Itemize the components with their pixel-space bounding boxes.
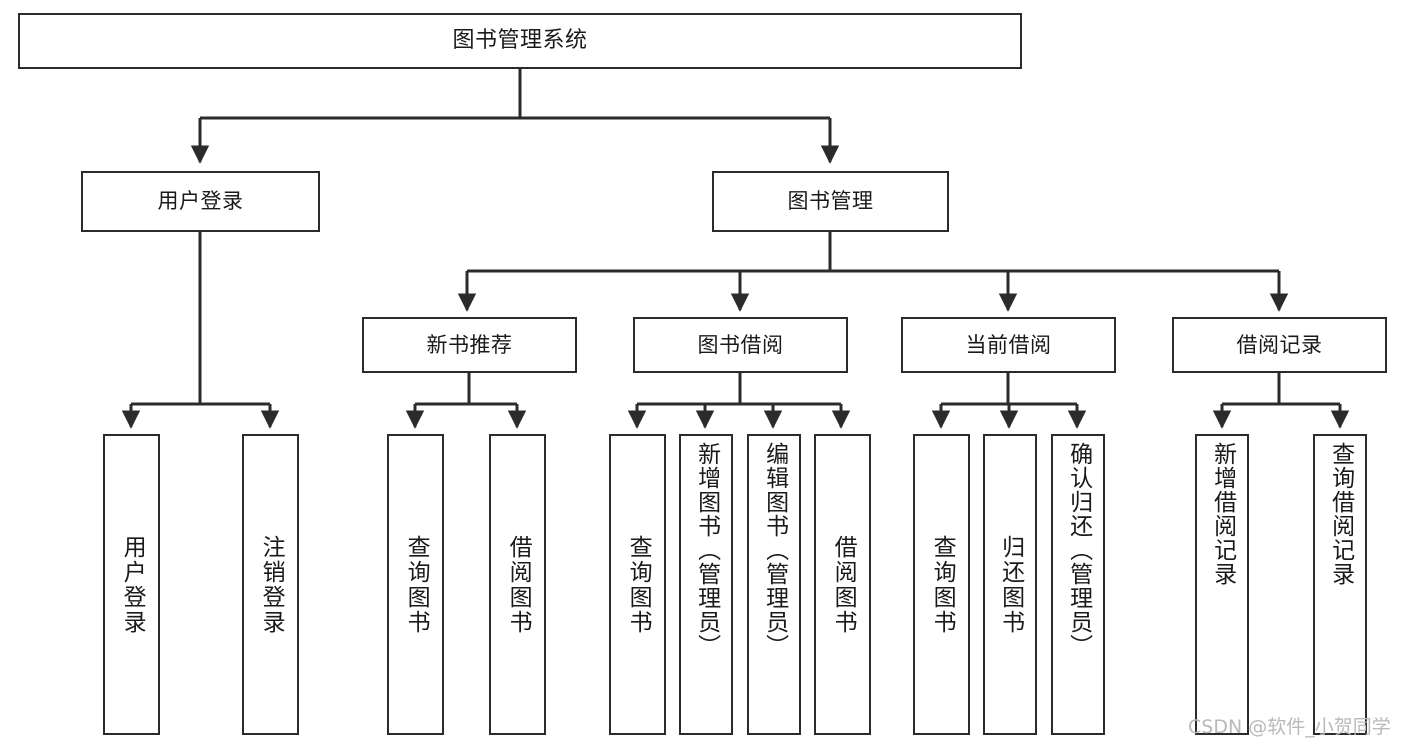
leaf-borrow-book-1[interactable]: 借阅图书 (489, 434, 546, 735)
leaf-query-book-3[interactable]: 查询图书 (913, 434, 970, 735)
leaf-add-book[interactable]: 新增图书（管理员） (679, 434, 733, 735)
leaf-confirm-return[interactable]: 确认归还（管理员） (1051, 434, 1105, 735)
leaf-add-book-label: 新增图书（管理员） (693, 442, 720, 658)
leaf-query-book-1[interactable]: 查询图书 (387, 434, 444, 735)
node-new-book-recommend[interactable]: 新书推荐 (362, 317, 577, 373)
leaf-edit-book-label: 编辑图书（管理员） (761, 442, 788, 658)
leaf-add-record[interactable]: 新增借阅记录 (1195, 434, 1249, 735)
node-current-borrow[interactable]: 当前借阅 (901, 317, 1116, 373)
leaf-add-record-label: 新增借阅记录 (1209, 442, 1236, 586)
node-borrow-record[interactable]: 借阅记录 (1172, 317, 1387, 373)
leaf-confirm-return-label: 确认归还（管理员） (1065, 442, 1092, 658)
leaf-user-logout[interactable]: 注销登录 (242, 434, 299, 735)
leaf-borrow-book-2[interactable]: 借阅图书 (814, 434, 871, 735)
leaf-return-book[interactable]: 归还图书 (983, 434, 1037, 735)
node-root[interactable]: 图书管理系统 (18, 13, 1022, 69)
node-user-login[interactable]: 用户登录 (81, 171, 320, 232)
csdn-watermark: CSDN @软件_小贺同学 (1188, 716, 1391, 738)
leaf-query-book-2[interactable]: 查询图书 (609, 434, 666, 735)
leaf-user-login[interactable]: 用户登录 (103, 434, 160, 735)
node-book-borrow[interactable]: 图书借阅 (633, 317, 848, 373)
node-book-management[interactable]: 图书管理 (712, 171, 949, 232)
leaf-edit-book[interactable]: 编辑图书（管理员） (747, 434, 801, 735)
leaf-query-record-label: 查询借阅记录 (1327, 442, 1354, 586)
leaf-query-record[interactable]: 查询借阅记录 (1313, 434, 1367, 735)
